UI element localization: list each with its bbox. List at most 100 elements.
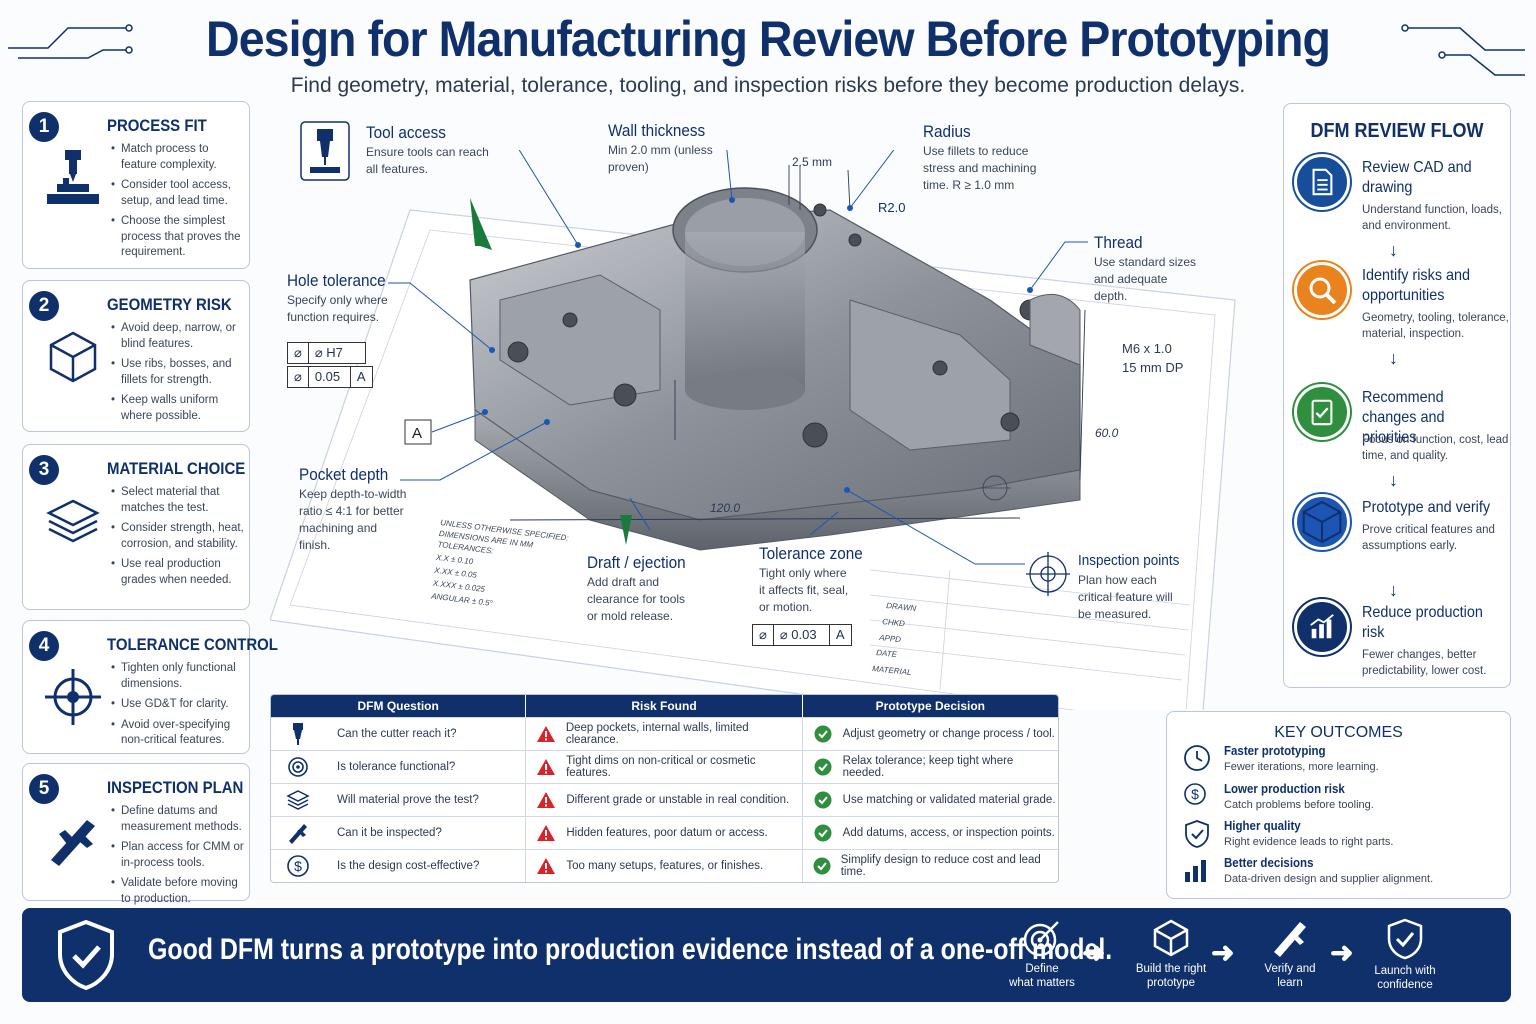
risk-text: Too many setups, features, or finishes. — [566, 860, 764, 872]
risk-text: Tight dims on non-critical or cosmetic f… — [566, 755, 756, 779]
outcomes-title: KEY OUTCOMES — [1274, 724, 1403, 741]
table-row: Can the cutter reach it? Deep pockets, i… — [271, 717, 1058, 750]
card-bullets: Select material that matches the test.Co… — [111, 485, 247, 593]
svg-text:DRAWN: DRAWN — [886, 601, 917, 613]
cell-question: Will material prove the test? — [271, 784, 527, 816]
flow-step-title: Reduce production risk — [1362, 604, 1483, 641]
height-dimension: 60.0 — [1095, 426, 1119, 440]
flow-step-title: Identify risks and opportunities — [1362, 267, 1471, 304]
table-row: Can it be inspected? Hidden features, po… — [271, 816, 1058, 849]
card-bullet: Validate before moving to production. — [111, 876, 247, 907]
radius-dimension: R2.0 — [878, 200, 905, 215]
cell-risk: Tight dims on non-critical or cosmetic f… — [526, 751, 803, 783]
svg-text:$: $ — [294, 858, 302, 874]
target-icon — [997, 918, 1087, 958]
banner-step-label-1: Verify and — [1264, 963, 1316, 975]
cell-decision: Adjust geometry or change process / tool… — [803, 718, 1058, 750]
svg-text:$: $ — [1191, 786, 1199, 802]
flow-step-desc: Understand function, loads, and environm… — [1362, 204, 1503, 232]
decision-text: Adjust geometry or change process / tool… — [842, 728, 1055, 740]
card-bullets: Avoid deep, narrow, or blind features.Us… — [111, 321, 247, 429]
cell-decision: Relax tolerance; keep tight where needed… — [803, 751, 1058, 783]
outcome-title: Faster prototyping — [1224, 744, 1326, 758]
decision-text: Relax tolerance; keep tight where needed… — [842, 755, 1014, 779]
risk-text: Different grade or unstable in real cond… — [566, 794, 790, 806]
step-number-badge: 4 — [29, 631, 59, 661]
table-row: Is tolerance functional? Tight dims on n… — [271, 750, 1058, 783]
document-icon — [1294, 154, 1350, 210]
card-bullets: Tighten only functional dimensions.Use G… — [111, 661, 247, 754]
warning-icon — [526, 857, 566, 875]
card-bullet: Define datums and measurement methods. — [111, 804, 247, 835]
target-icon — [271, 756, 325, 778]
layers-icon — [43, 491, 103, 551]
banner-message: Good DFM turns a prototype into producti… — [148, 933, 1113, 966]
check-circle-icon — [803, 725, 843, 743]
question-text: Can the cutter reach it? — [337, 728, 457, 740]
warning-icon — [526, 758, 566, 776]
inspection-crosshair-icon — [1026, 552, 1070, 596]
check-circle-icon — [803, 791, 843, 809]
table-row: Will material prove the test? Different … — [271, 783, 1058, 816]
page-title: Design for Manufacturing Review Before P… — [206, 11, 1331, 67]
svg-text:MATERIAL: MATERIAL — [872, 664, 912, 677]
outcome-desc: Data-driven design and supplier alignmen… — [1224, 873, 1434, 885]
checklist-icon — [1294, 384, 1350, 440]
risk-text: Hidden features, poor datum or access. — [566, 827, 768, 839]
banner-step-label-2: prototype — [1147, 977, 1195, 989]
cell-decision: Add datums, access, or inspection points… — [803, 817, 1058, 849]
card-bullet: Match process to feature complexity. — [111, 142, 247, 173]
banner-step-label-2: confidence — [1377, 979, 1433, 991]
header-prototype-decision: Prototype Decision — [875, 699, 985, 713]
cube-icon — [43, 327, 103, 387]
card-bullet: Consider tool access, setup, and lead ti… — [111, 178, 247, 209]
card-title: MATERIAL CHOICE — [107, 459, 246, 478]
title-block: DRAWN CHKD APPD DATE MATERIAL — [872, 601, 917, 677]
arrow-down-icon: ↓ — [1389, 580, 1398, 600]
decision-text: Use matching or validated material grade… — [842, 794, 1056, 806]
svg-text:DATE: DATE — [876, 648, 898, 659]
outcome-title: Lower production risk — [1224, 782, 1345, 796]
flow-step-desc: Geometry, tooling, tolerance, material, … — [1362, 312, 1509, 340]
arrow-right-icon: ➜ — [1330, 937, 1354, 968]
card-bullet: Avoid deep, narrow, or blind features. — [111, 321, 247, 352]
arrow-down-icon: ↓ — [1389, 348, 1398, 368]
dfm-question-table: DFM Question Risk Found Prototype Decisi… — [270, 694, 1059, 883]
cell-risk: Different grade or unstable in real cond… — [526, 784, 803, 816]
card-inspection-plan: 5 INSPECTION PLAN Define datums and meas… — [22, 763, 250, 905]
circuit-decoration-right — [1401, 24, 1525, 76]
card-bullet: Choose the simplest process that proves … — [111, 214, 247, 261]
key-outcomes: KEY OUTCOMES Faster prototyping Fewer it… — [1166, 711, 1511, 899]
card-bullet: Use GD&T for clarity. — [111, 697, 247, 713]
cube-icon — [1126, 918, 1216, 958]
arrow-right-icon: ➜ — [1082, 937, 1106, 968]
end-mill-icon — [300, 121, 350, 181]
card-title: GEOMETRY RISK — [107, 295, 232, 314]
risk-text: Deep pockets, internal walls, limited cl… — [565, 722, 749, 746]
datum-a-label: A — [412, 425, 422, 442]
step-number-badge: 1 — [29, 112, 59, 142]
cell-risk: Deep pockets, internal walls, limited cl… — [526, 718, 803, 750]
table-header: DFM Question Risk Found Prototype Decisi… — [271, 695, 1058, 717]
card-material-choice: 3 MATERIAL CHOICE Select material that m… — [22, 444, 250, 610]
header-dfm-question: DFM Question — [271, 695, 527, 717]
step-number-badge: 3 — [29, 455, 59, 485]
question-text: Can it be inspected? — [337, 827, 442, 839]
card-bullet: Plan access for CMM or in-process tools. — [111, 840, 247, 871]
arrow-down-icon: ↓ — [1389, 240, 1398, 260]
crosshair-icon — [43, 667, 103, 727]
card-bullets: Define datums and measurement methods. Pl… — [111, 804, 247, 912]
cube-icon — [1294, 494, 1350, 550]
cell-question: Can the cutter reach it? — [271, 718, 527, 750]
card-bullet: Avoid over-specifying non-critical featu… — [111, 718, 247, 749]
svg-text:CHKD: CHKD — [882, 617, 906, 628]
card-title: INSPECTION PLAN — [107, 778, 244, 797]
